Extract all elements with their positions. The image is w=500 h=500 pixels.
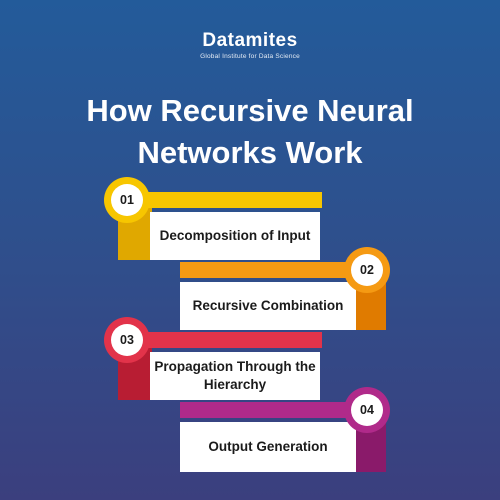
- step-3-badge: 03: [104, 317, 150, 363]
- step-2-label: Recursive Combination: [192, 298, 344, 314]
- step-3-card: Propagation Through the Hierarchy: [150, 352, 320, 400]
- step-1-bar: [124, 192, 322, 208]
- brand-logo: Datamites Global Institute for Data Scie…: [0, 30, 500, 60]
- step-4-badge: 04: [344, 387, 390, 433]
- step-1-label: Decomposition of Input: [159, 228, 311, 244]
- brand-name-rest: atamites: [216, 30, 298, 51]
- step-4-card: Output Generation: [180, 422, 356, 472]
- step-1-number: 01: [111, 184, 143, 216]
- brand-d-mark: D: [202, 30, 217, 51]
- step-2-number: 02: [351, 254, 383, 286]
- step-2-card: Recursive Combination: [180, 282, 356, 330]
- step-3-label: Propagation Through the Hierarchy: [154, 359, 316, 392]
- step-3-bar: [124, 332, 322, 348]
- step-2-badge: 02: [344, 247, 390, 293]
- step-1-badge: 01: [104, 177, 150, 223]
- step-4-bar: [180, 402, 370, 418]
- step-3-number: 03: [111, 324, 143, 356]
- brand-name: Datamites: [0, 30, 500, 52]
- step-1-card: Decomposition of Input: [150, 212, 320, 260]
- step-2-bar: [180, 262, 370, 278]
- brand-tagline: Global Institute for Data Science: [200, 53, 300, 60]
- step-4-label: Output Generation: [208, 439, 328, 455]
- title-line-2: Networks Work: [137, 135, 363, 171]
- page-title: How Recursive Neural Networks Work: [40, 90, 460, 175]
- step-4-number: 04: [351, 394, 383, 426]
- title-line-1: How Recursive Neural: [86, 93, 414, 128]
